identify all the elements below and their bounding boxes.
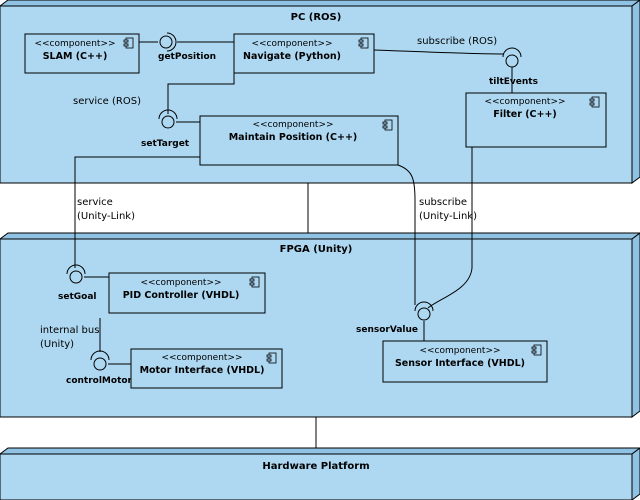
sensorvalue-socket — [414, 301, 434, 312]
slam-stereotype: <<component>> — [34, 39, 115, 49]
tiltevents-label: tiltEvents — [489, 77, 538, 87]
slam-name: SLAM (C++) — [43, 51, 108, 62]
label-internal-bus-line1: internal bus — [40, 325, 99, 336]
setgoal-socket — [66, 264, 86, 275]
motor-name: Motor Interface (VHDL) — [140, 365, 265, 376]
sensor-stereotype: <<component>> — [419, 346, 500, 356]
sensor-name: Sensor Interface (VHDL) — [395, 358, 525, 369]
component-maintain-position[interactable]: <<component>> Maintain Position (C++) — [199, 115, 399, 166]
filter-sensorvalue-path — [427, 146, 473, 309]
port-getposition[interactable]: getPosition — [158, 32, 216, 62]
component-icon — [531, 344, 542, 356]
port-setgoal[interactable]: setGoal — [58, 264, 97, 302]
sensorvalue-ball — [417, 307, 431, 321]
filter-name: Filter (C++) — [493, 109, 557, 120]
component-pid-controller[interactable]: <<component>> PID Controller (VHDL) — [108, 272, 266, 314]
component-icon — [358, 37, 369, 49]
settarget-ball — [161, 115, 175, 129]
navigate-box — [233, 33, 375, 74]
slam-box — [24, 33, 140, 74]
port-controlmotor[interactable]: controlMotor — [66, 350, 133, 386]
setgoal-ball — [69, 270, 83, 284]
label-service-ros: service (ROS) — [73, 96, 141, 107]
controlmotor-label: controlMotor — [66, 376, 133, 386]
component-icon — [266, 352, 277, 364]
navigate-stereotype: <<component>> — [251, 39, 332, 49]
node-fpga-side-face — [631, 232, 640, 418]
navigate-settarget-path — [167, 72, 235, 114]
navigate-tiltevents-path — [373, 49, 504, 55]
port-tiltevents[interactable]: tiltEvents — [489, 47, 538, 87]
sensorvalue-label: sensorValue — [356, 325, 418, 335]
node-hw-top-face — [0, 447, 640, 455]
controlmotor-socket — [90, 350, 110, 361]
node-hardware-platform[interactable]: Hardware Platform — [0, 447, 640, 500]
tiltevents-socket — [502, 47, 522, 58]
connectors — [74, 41, 513, 365]
settarget-label: setTarget — [141, 139, 190, 149]
getposition-socket — [166, 32, 177, 52]
label-service-unity-line2: (Unity-Link) — [77, 211, 135, 222]
component-motor-interface[interactable]: <<component>> Motor Interface (VHDL) — [130, 348, 283, 389]
port-sensorvalue[interactable]: sensorValue — [356, 301, 434, 335]
motor-stereotype: <<component>> — [161, 353, 242, 363]
component-icon — [123, 37, 134, 49]
node-fpga[interactable]: FPGA (Unity) — [0, 232, 640, 418]
component-icon — [382, 119, 393, 131]
motor-box — [130, 348, 283, 389]
navigate-name: Navigate (Python) — [243, 51, 341, 62]
component-sensor-interface[interactable]: <<component>> Sensor Interface (VHDL) — [382, 340, 548, 383]
node-hw-box — [0, 453, 633, 500]
component-navigate[interactable]: <<component>> Navigate (Python) — [233, 33, 375, 74]
node-fpga-box — [0, 238, 633, 418]
getposition-ball — [159, 35, 173, 49]
maintain-sensorvalue-path — [397, 164, 416, 305]
settarget-socket — [158, 109, 178, 120]
service-unity-link-path — [74, 156, 220, 268]
component-icon — [589, 96, 600, 108]
maintain-stereotype: <<component>> — [252, 120, 333, 130]
node-fpga-title: FPGA (Unity) — [280, 244, 353, 255]
node-pc-top-face — [0, 0, 640, 7]
node-hw-side-face — [631, 447, 640, 500]
node-pc-side-face — [631, 0, 640, 184]
controlmotor-ball — [93, 357, 107, 371]
setgoal-label: setGoal — [58, 292, 97, 302]
pid-name: PID Controller (VHDL) — [123, 290, 240, 301]
maintain-box — [199, 115, 399, 166]
tiltevents-ball — [505, 54, 519, 68]
getposition-label: getPosition — [158, 52, 216, 62]
component-slam[interactable]: <<component>> SLAM (C++) — [24, 33, 140, 74]
pid-box — [108, 272, 266, 314]
component-icon — [249, 276, 260, 288]
label-service-unity-line1: service — [77, 197, 113, 208]
filter-box — [465, 92, 607, 148]
label-internal-bus-line2: (Unity) — [40, 339, 74, 350]
filter-stereotype: <<component>> — [484, 97, 565, 107]
sensor-box — [382, 340, 548, 383]
port-settarget[interactable]: setTarget — [141, 109, 190, 149]
label-subscribe-ros: subscribe (ROS) — [417, 36, 497, 47]
label-subscribe-unity-line2: (Unity-Link) — [419, 211, 477, 222]
node-hw-title: Hardware Platform — [262, 461, 369, 472]
maintain-name: Maintain Position (C++) — [229, 132, 358, 143]
label-subscribe-unity-line1: subscribe — [419, 197, 467, 208]
pid-stereotype: <<component>> — [140, 278, 221, 288]
component-filter[interactable]: <<component>> Filter (C++) — [465, 92, 607, 148]
node-pc-title: PC (ROS) — [291, 12, 342, 23]
node-fpga-top-face — [0, 232, 640, 240]
